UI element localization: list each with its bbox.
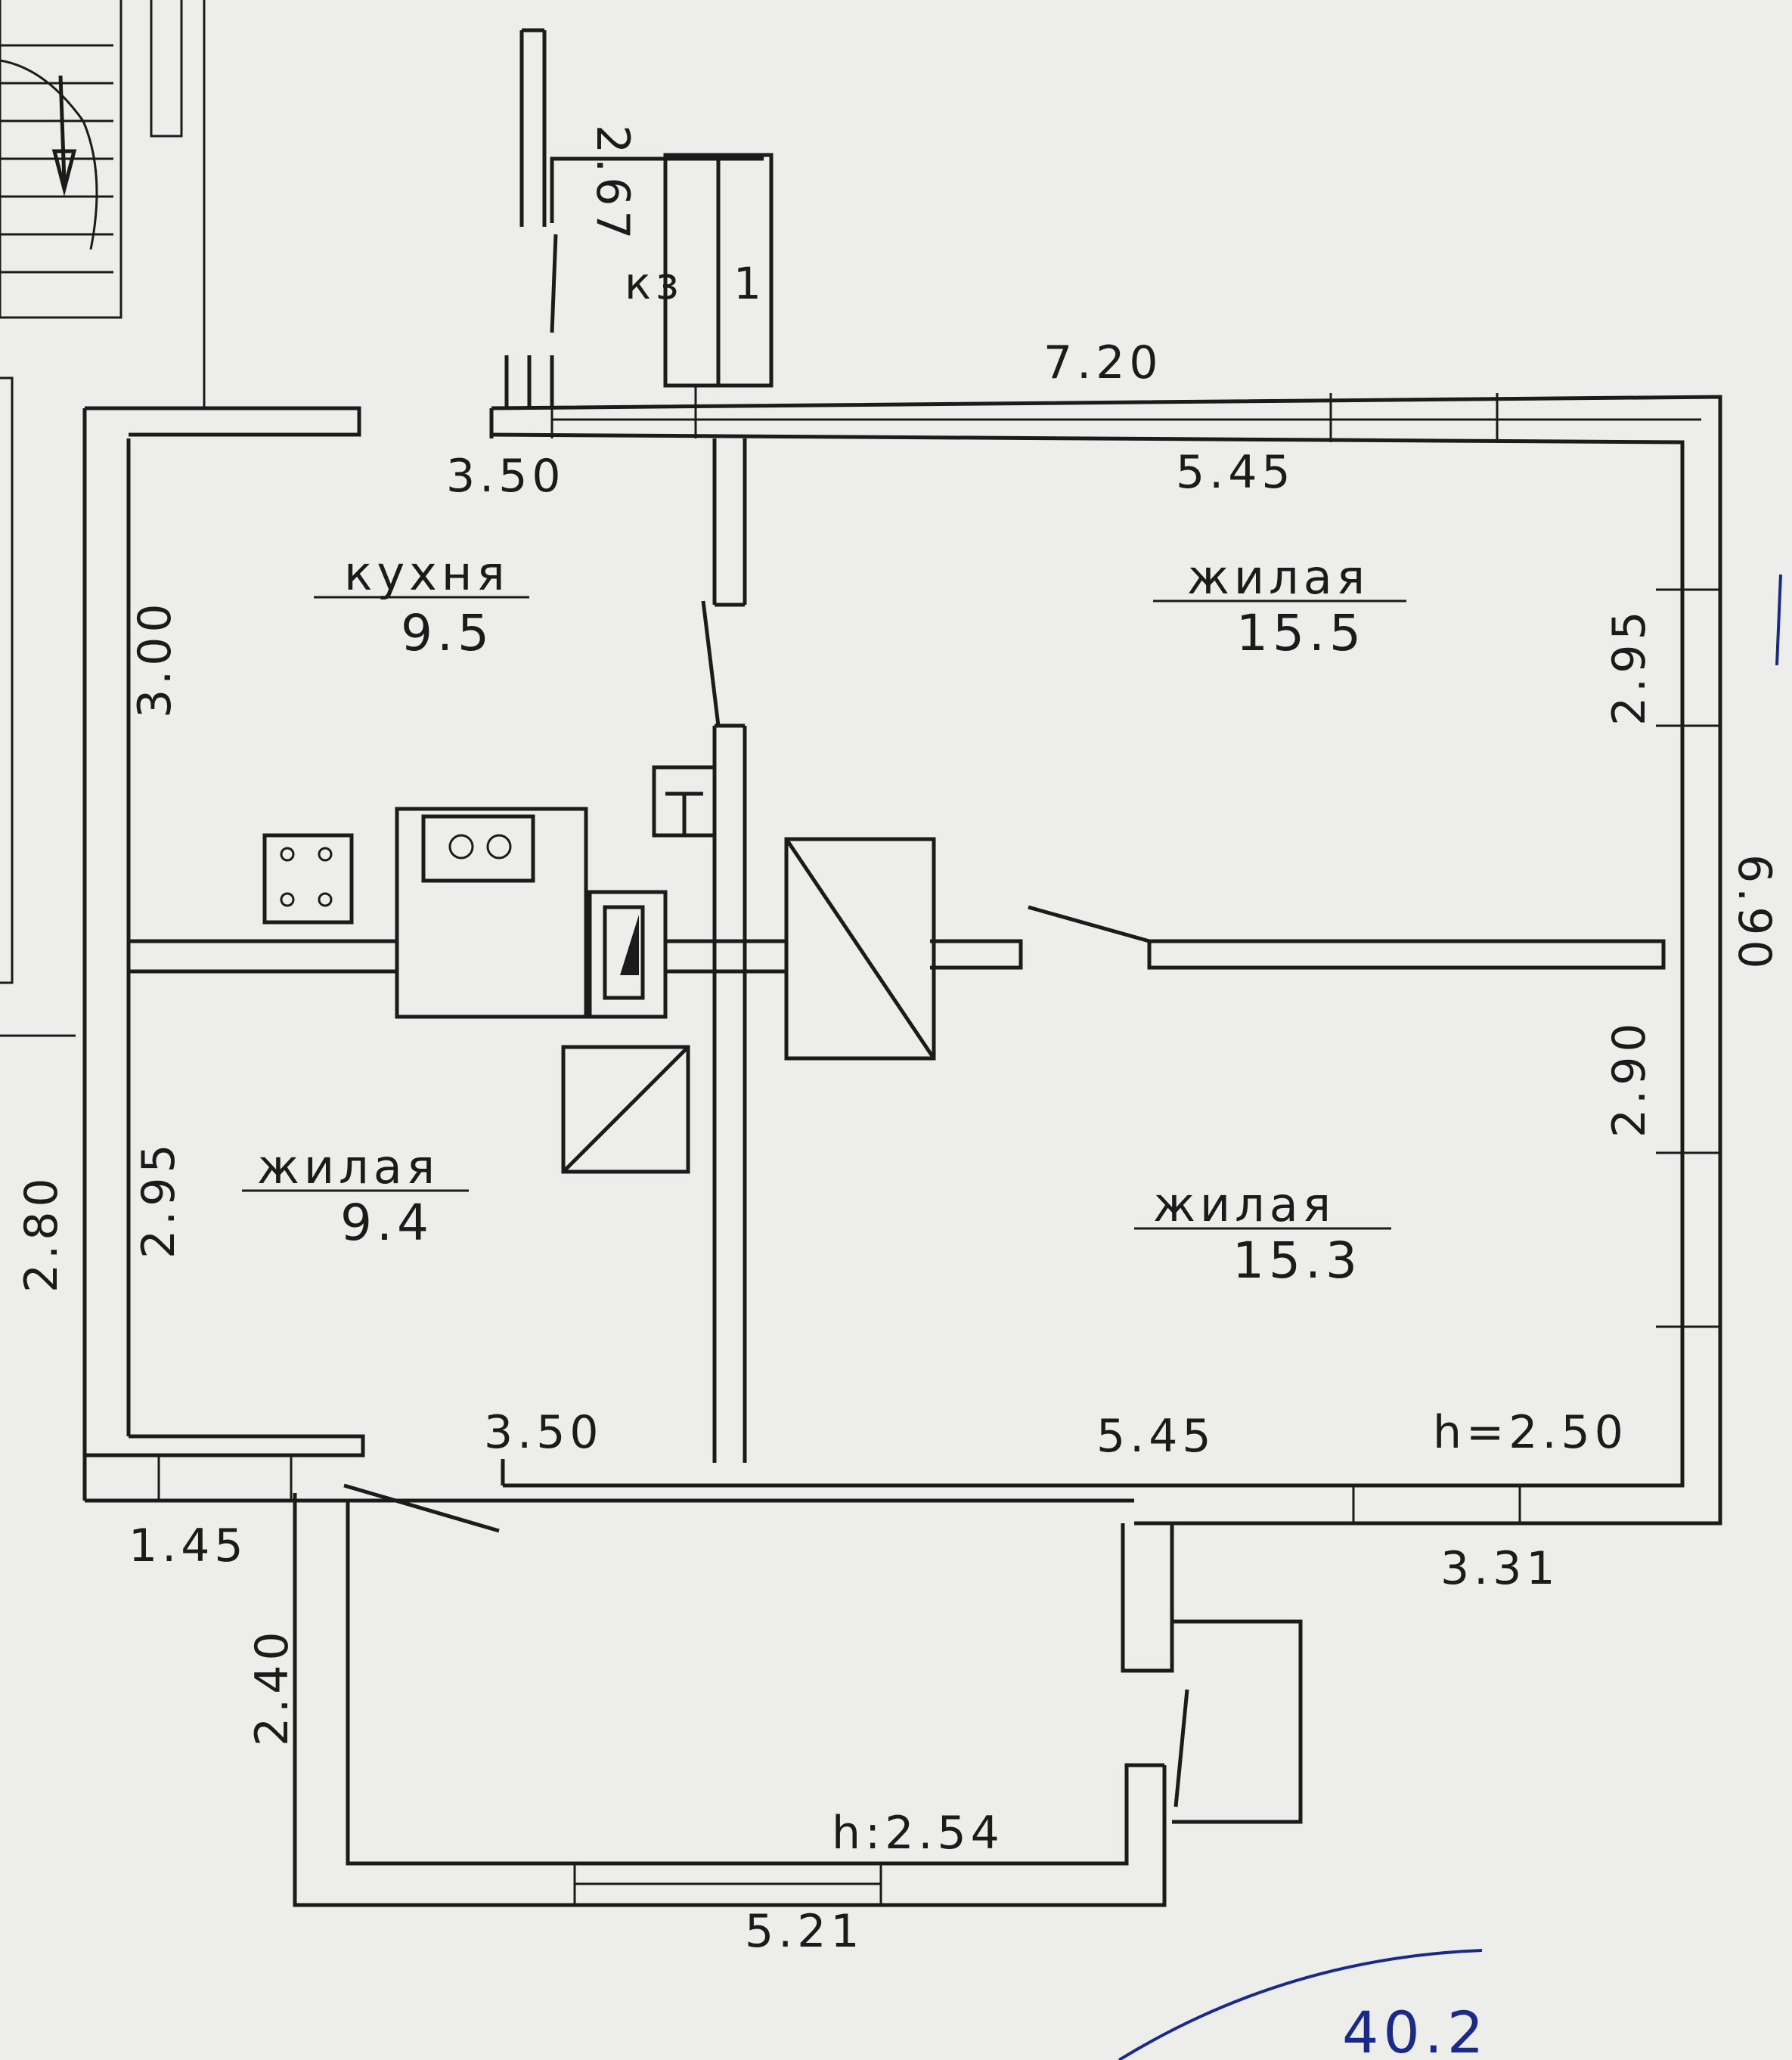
dim-living-top-right-top: 5.45: [1176, 446, 1295, 499]
stove-icon: [262, 833, 354, 925]
outer-walls: [82, 386, 1722, 1526]
internal-walls: [129, 438, 1666, 1463]
dim-annex-left: 2.40: [246, 1627, 299, 1746]
kitchen-fixtures: [262, 765, 717, 1019]
corridor-walls: [504, 28, 764, 408]
dim-top-overall: 7.20: [1043, 336, 1163, 389]
dim-height-main: h=2.50: [1433, 1406, 1628, 1459]
dim-bottom-left-offset: 1.45: [129, 1519, 248, 1572]
dim-kitchen-top: 3.50: [446, 450, 566, 503]
diagonal-boxes: [561, 837, 936, 1174]
staircase-fragment: [0, 0, 206, 1037]
dim-living-bottom-right-right: 2.90: [1603, 1018, 1656, 1138]
dim-annex-height: h:2.54: [832, 1807, 1004, 1860]
handwritten-total: 40.2: [1342, 1999, 1488, 2060]
room-name-kitchen: кухня: [344, 546, 510, 601]
annex-walls: [293, 1483, 1303, 1907]
dim-living-bottom-right-bottom: 5.45: [1096, 1410, 1216, 1463]
dim-top-stair-side: 2.67: [586, 125, 639, 244]
room-name-living-bottom-left: жилая: [257, 1139, 439, 1194]
ventilation-shaft: [663, 153, 774, 388]
room-name-living-bottom-right: жилая: [1153, 1177, 1335, 1232]
oven-icon: [395, 807, 588, 1019]
dim-living-bottom-left-bottom: 3.50: [484, 1406, 603, 1459]
dim-overall-left: 2.80: [15, 1173, 68, 1293]
fireplace-icon: [588, 890, 668, 1019]
mark-one: 1: [733, 258, 766, 309]
room-area-living-bottom-left: 9.4: [340, 1194, 433, 1252]
room-area-living-top-right: 15.5: [1236, 604, 1366, 662]
dim-kitchen-left: 3.00: [129, 599, 181, 718]
dim-living-top-right-right: 2.95: [1603, 606, 1656, 726]
dim-bottom-right-offset: 3.31: [1440, 1542, 1560, 1595]
mark-kz: кз: [625, 258, 684, 309]
room-name-living-top-right: жилая: [1187, 550, 1369, 605]
room-area-living-bottom-right: 15.3: [1232, 1231, 1362, 1290]
dim-annex-bottom: 5.21: [745, 1905, 864, 1958]
dim-living-bottom-left-left: 2.95: [132, 1139, 185, 1259]
room-area-kitchen: 9.5: [401, 604, 494, 662]
dim-overall-right: 6.90: [1728, 854, 1781, 974]
